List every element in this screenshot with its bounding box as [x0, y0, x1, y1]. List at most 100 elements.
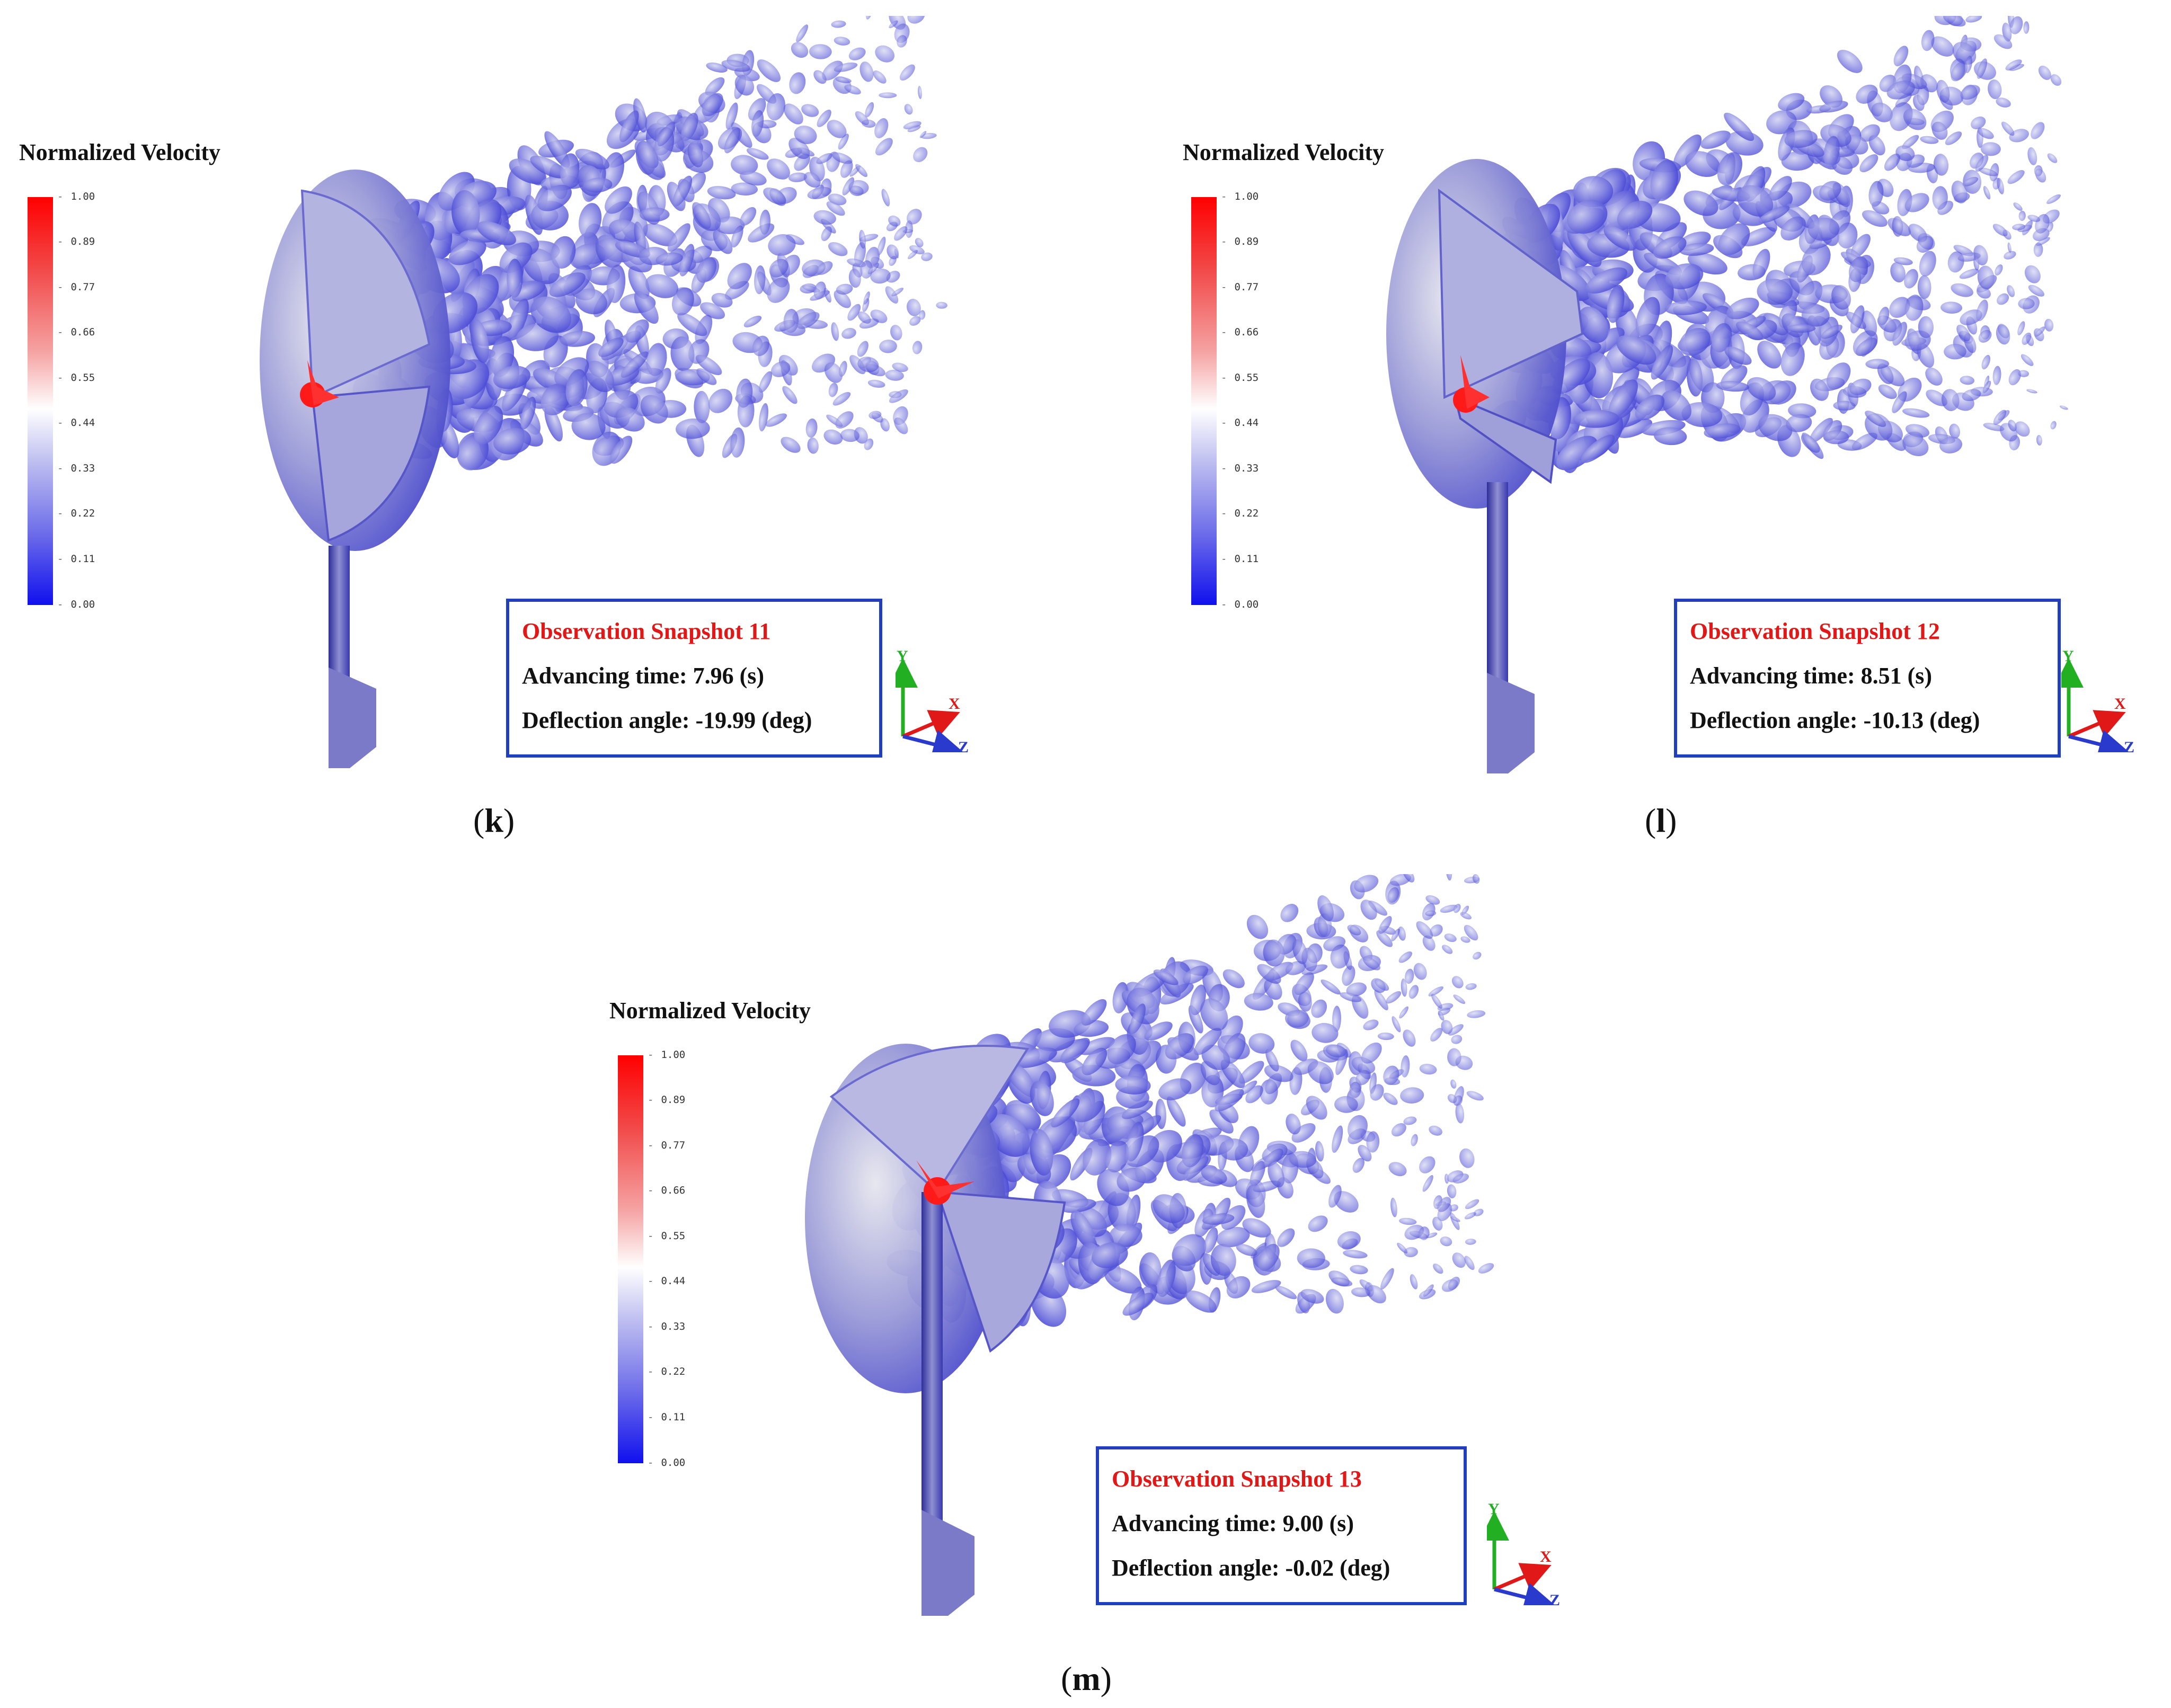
vortex-blob: [499, 242, 533, 273]
vortex-blob: [1332, 1125, 1343, 1153]
vortex-blob: [707, 186, 736, 200]
vortex-blob: [1312, 1022, 1339, 1043]
vortex-blob: [530, 296, 572, 333]
vortex-blob: [767, 158, 790, 180]
vortex-blob: [1831, 285, 1851, 310]
vortex-blob: [615, 407, 645, 432]
vortex-blob: [1819, 100, 1848, 113]
vortex-blob: [1391, 1123, 1406, 1137]
vortex-blob: [1460, 912, 1472, 920]
vortex-blob: [1904, 269, 1918, 289]
vortex-blob: [640, 395, 668, 424]
vortex-blob: [879, 92, 897, 99]
vortex-blob: [708, 388, 733, 413]
vortex-blob: [1081, 999, 1107, 1026]
vortex-blob: [1871, 102, 1893, 122]
vortex-blob: [1183, 1156, 1209, 1181]
vortex-blob: [476, 221, 516, 246]
vortex-blob: [881, 189, 890, 207]
vortex-blob: [919, 310, 926, 320]
vortex-blob: [1941, 389, 1960, 411]
vortex-blob: [1201, 1045, 1230, 1070]
vortex-blob: [1951, 283, 1973, 297]
vortex-blob: [1437, 1197, 1451, 1212]
vortex-blob: [1447, 1094, 1457, 1104]
vortex-blob: [1752, 248, 1770, 279]
vortex-blob: [2018, 370, 2029, 377]
vortex-blob: [1165, 1033, 1194, 1060]
vortex-blob: [1404, 1247, 1418, 1258]
vortex-blob: [449, 239, 486, 265]
vortex-blob: [880, 418, 890, 432]
vortex-blob: [605, 186, 632, 214]
vortex-blob: [865, 102, 874, 118]
vortex-blob: [844, 84, 861, 95]
vortex-blob: [1419, 1156, 1435, 1173]
vortex-blob: [855, 164, 868, 177]
vortex-blob: [2050, 74, 2062, 86]
vortex-blob: [1973, 256, 1980, 271]
vortex-blob: [1996, 97, 2011, 108]
vortex-blob: [507, 259, 523, 298]
vortex-blob: [1347, 924, 1361, 936]
vortex-blob: [1166, 1096, 1186, 1127]
vortex-blob: [1007, 1064, 1035, 1104]
vortex-blob: [1321, 979, 1341, 995]
vortex-blob: [1432, 1216, 1443, 1231]
vortex-blob: [731, 225, 743, 248]
vortex-blob: [892, 362, 908, 372]
vortex-blob: [1139, 1252, 1162, 1288]
vortex-blob: [907, 250, 918, 260]
axis-label-z: Z: [2124, 739, 2134, 752]
vortex-blob: [1390, 1197, 1397, 1217]
vortex-blob: [889, 20, 898, 29]
vortex-blob: [668, 223, 690, 252]
vortex-blob: [857, 341, 869, 357]
vortex-blob: [1861, 310, 1877, 336]
vortex-blob: [1465, 1199, 1479, 1209]
vortex-blob: [1442, 945, 1453, 954]
vortex-blob: [1377, 1033, 1394, 1040]
vortex-blob: [700, 302, 725, 319]
vortex-blob: [1917, 85, 1929, 105]
vortex-blob: [1410, 1274, 1418, 1289]
vortex-blob: [1307, 1061, 1334, 1084]
vortex-blob: [1787, 324, 1816, 333]
vortex-blob: [1895, 145, 1915, 161]
vortex-blob: [1801, 304, 1830, 327]
vortex-blob: [508, 298, 529, 338]
vortex-blob: [730, 427, 745, 458]
vortex-blob: [1060, 1199, 1096, 1213]
vortex-blob: [2023, 21, 2030, 34]
vortex-blob: [782, 386, 797, 404]
vortex-blob: [1153, 1194, 1185, 1223]
axis-label-z: Z: [1549, 1591, 1560, 1605]
tick-label: 0.44: [1221, 417, 1259, 429]
vortex-blob: [1933, 154, 1949, 176]
vortex-blob: [743, 315, 762, 327]
vortex-blob: [2012, 224, 2026, 230]
vortex-blob: [875, 45, 895, 63]
vortex-blob: [848, 269, 861, 288]
snapshot-title: Observation Snapshot 12: [1690, 618, 1940, 644]
vortex-blob: [1264, 1064, 1293, 1082]
vortex-blob: [1438, 1010, 1445, 1021]
vortex-blob: [1370, 1084, 1384, 1101]
vortex-blob: [1268, 1161, 1285, 1188]
vortex-blob: [1378, 916, 1392, 934]
vortex-blob: [839, 361, 847, 377]
vortex-blob: [696, 368, 717, 385]
hub-highlight: [307, 360, 339, 405]
vortex-blob: [1440, 1236, 1452, 1247]
tick-label: 0.55: [1221, 372, 1259, 384]
vortex-blob: [679, 244, 695, 277]
vortex-blob: [907, 125, 921, 132]
vortex-blob: [1665, 263, 1704, 290]
vortex-blob: [1868, 135, 1885, 156]
vortex-blob: [640, 207, 670, 222]
vortex-blob: [1976, 299, 1988, 322]
vortex-blob: [1246, 914, 1269, 939]
vortex-blob: [866, 16, 873, 20]
vortex-blob: [1340, 992, 1362, 1002]
colorbar: [28, 197, 53, 605]
